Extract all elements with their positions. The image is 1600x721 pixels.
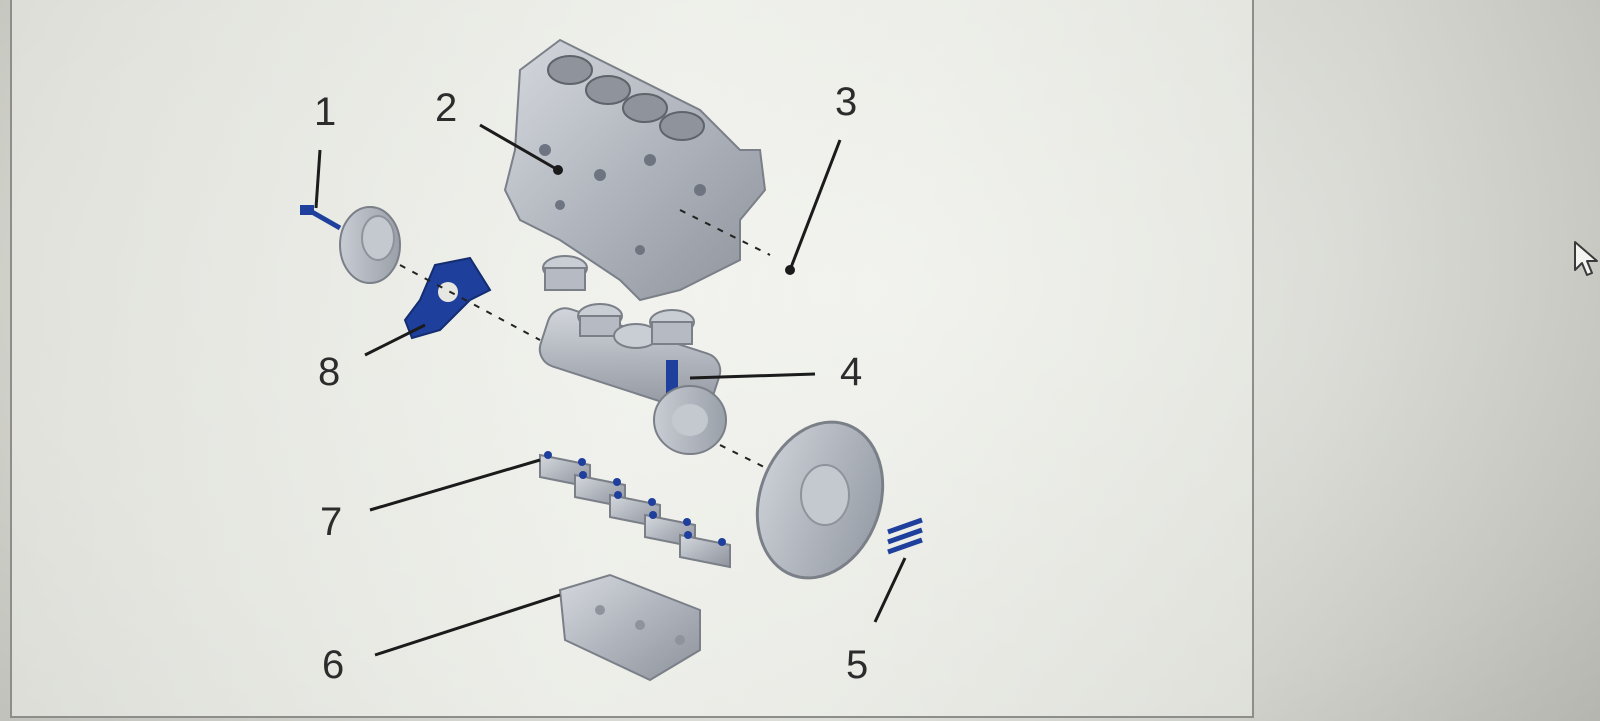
callout-2: 2 bbox=[435, 86, 458, 130]
callout-1: 1 bbox=[314, 90, 337, 134]
bedplate-part bbox=[558, 573, 701, 682]
main-bearing-caps-part bbox=[539, 451, 731, 569]
leader-line-8 bbox=[364, 323, 426, 357]
front-seal-cover-part bbox=[403, 256, 492, 340]
engine-block-part bbox=[503, 38, 767, 302]
crankshaft-piston-assembly-part bbox=[538, 255, 727, 455]
callout-5: 5 bbox=[846, 643, 869, 687]
callout-8: 8 bbox=[318, 350, 341, 394]
pulley-bolt-part bbox=[300, 205, 342, 231]
leader-line-6 bbox=[374, 593, 561, 657]
leader-line-7 bbox=[369, 458, 541, 512]
mouse-pointer-icon bbox=[1574, 241, 1598, 276]
leader-dots bbox=[553, 165, 795, 275]
flywheel-bolts-part bbox=[887, 517, 923, 555]
callout-4: 4 bbox=[840, 350, 863, 394]
leader-line-3 bbox=[788, 139, 842, 271]
crankshaft-pulley-part bbox=[339, 206, 401, 284]
callout-7: 7 bbox=[320, 500, 343, 544]
alignment-lines bbox=[399, 209, 771, 471]
flywheel-part bbox=[755, 420, 885, 580]
leader-line-2 bbox=[479, 123, 559, 172]
callout-3: 3 bbox=[835, 80, 858, 124]
leader-line-4 bbox=[689, 372, 816, 380]
leader-lines bbox=[314, 123, 907, 657]
callout-6: 6 bbox=[322, 643, 345, 687]
leader-line-5 bbox=[873, 557, 907, 623]
leader-line-1 bbox=[314, 149, 322, 209]
